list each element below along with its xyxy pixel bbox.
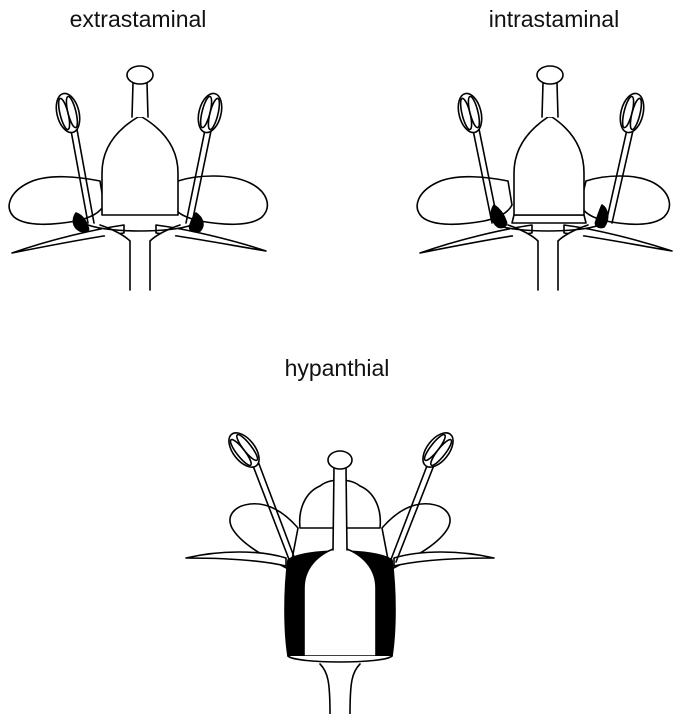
style — [333, 468, 347, 550]
stigma — [127, 66, 153, 84]
stigma — [537, 66, 563, 84]
anther-left — [454, 91, 485, 135]
ovary — [304, 548, 376, 656]
label-extrastaminal: extrastaminal — [58, 6, 218, 33]
anther-right — [417, 427, 459, 472]
anther-right — [616, 91, 647, 135]
extrastaminal-flower-diagram — [0, 55, 280, 290]
label-intrastaminal: intrastaminal — [474, 6, 634, 33]
petal-right — [580, 176, 669, 224]
floral-base — [288, 656, 392, 662]
sepal-right — [394, 552, 494, 566]
sepal-left — [186, 552, 286, 566]
nectary-disc — [512, 215, 586, 223]
style — [542, 83, 558, 117]
anther-left — [52, 91, 83, 135]
receptacle — [320, 664, 360, 714]
receptacle — [100, 225, 180, 290]
style — [132, 83, 148, 117]
ovary — [514, 117, 584, 215]
ovary — [102, 117, 178, 215]
petal-right — [172, 176, 267, 224]
receptacle — [508, 225, 588, 290]
label-hypanthial: hypanthial — [272, 355, 402, 382]
stigma — [328, 451, 352, 469]
hypanthial-flower-diagram — [180, 420, 500, 714]
intrastaminal-flower-diagram — [410, 55, 674, 290]
anther-right — [194, 91, 225, 135]
anther-left — [223, 427, 265, 472]
